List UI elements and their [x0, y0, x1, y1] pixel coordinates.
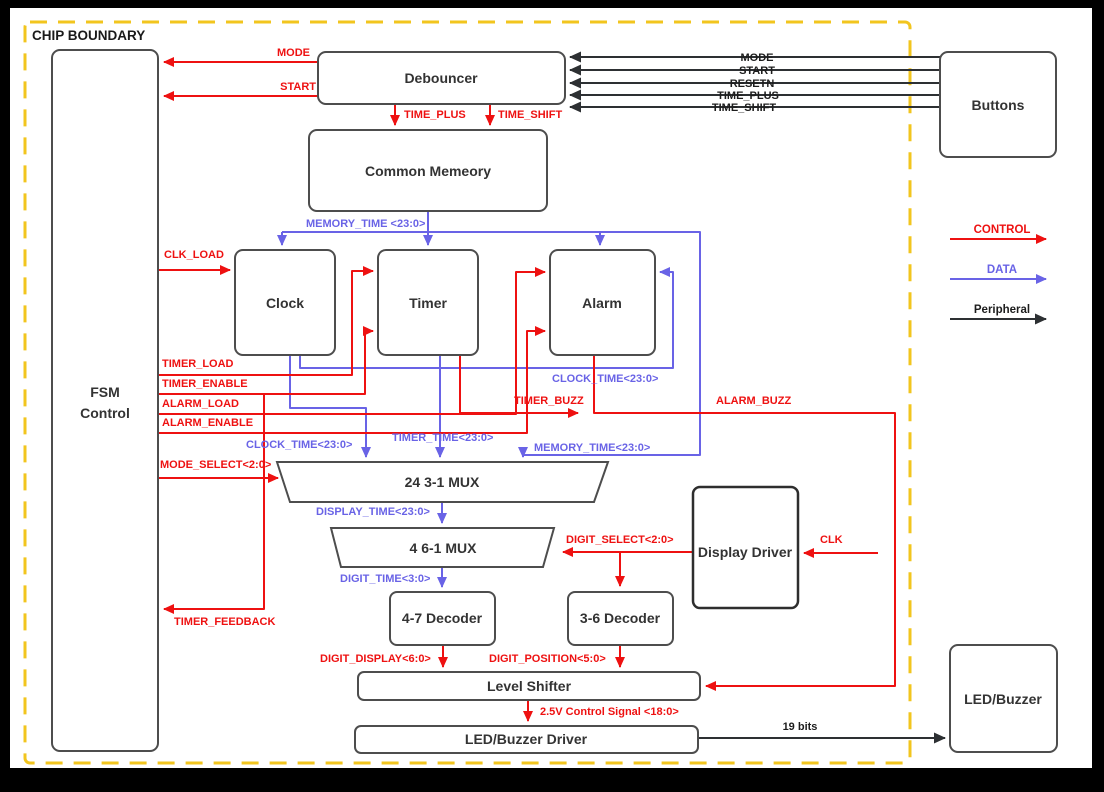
legend-peripheral-label: Peripheral: [974, 304, 1030, 316]
block-decoder-3-6: [567, 591, 674, 646]
legend-data-label: DATA: [987, 264, 1017, 276]
wire-timer-buzz: [459, 355, 579, 418]
label-button-start: START: [739, 65, 775, 77]
label-timer-load: TIMER_LOAD: [162, 358, 234, 370]
block-led-buzzer-driver-label: LED/Buzzer Driver: [465, 731, 588, 747]
wire-timer-feedback: [163, 394, 265, 614]
label-button-time-plus: TIME_PLUS: [717, 90, 779, 102]
label-memory-time-mux: MEMORY_TIME<23:0>: [534, 442, 650, 454]
block-timer: [377, 249, 479, 356]
block-debouncer: [317, 51, 566, 105]
peripheral-labels: MODE START RESETN TIME_PLUS TIME_SHIFT 1…: [712, 52, 818, 733]
label-start: START: [280, 81, 316, 93]
block-timer-label: Timer: [409, 295, 447, 311]
legend-control-label: CONTROL: [974, 224, 1031, 236]
wire-timer-enable: [158, 326, 374, 395]
block-debouncer-label: Debouncer: [404, 70, 478, 86]
block-decoder47-label: 4-7 Decoder: [402, 610, 483, 626]
label-display-time: DISPLAY_TIME<23:0>: [316, 506, 430, 518]
label-2v5-control-signal: 2.5V Control Signal <18:0>: [540, 706, 679, 718]
wire-alarm-load: [158, 267, 546, 415]
block-common-memory-label: Common Memeory: [365, 163, 491, 179]
block-led-buzzer: [949, 644, 1058, 753]
control-labels: MODE START TIME_PLUS TIME_SHIFT CLK_LOAD…: [160, 47, 843, 718]
label-timer-feedback: TIMER_FEEDBACK: [174, 616, 276, 628]
block-decoder-4-7: [389, 591, 496, 646]
chip-boundary: [23, 20, 912, 765]
block-buttons: [939, 51, 1057, 158]
label-memory-time: MEMORY_TIME <23:0>: [306, 218, 425, 230]
label-button-time-shift: TIME_SHIFT: [712, 102, 776, 114]
label-digit-position: DIGIT_POSITION<5:0>: [489, 653, 606, 665]
wire-timer-load: [158, 266, 374, 376]
wire-clock-time-to-alarm: [299, 267, 674, 369]
peripheral-wires: [569, 51, 946, 744]
block-alarm: [549, 249, 656, 356]
block-fsm-control: [51, 49, 159, 752]
label-alarm-enable: ALARM_ENABLE: [162, 417, 253, 429]
label-alarm-load: ALARM_LOAD: [162, 398, 239, 410]
label-mode: MODE: [277, 47, 310, 59]
block-buttons-label: Buttons: [972, 97, 1025, 113]
label-timer-buzz: TIMER_BUZZ: [514, 395, 584, 407]
block-led-buzzer-driver: [354, 725, 699, 754]
control-wires: [158, 57, 896, 722]
block-common-memory: [308, 129, 548, 212]
block-fsm-label-2: Control: [80, 405, 130, 421]
legend: CONTROL DATA Peripheral: [950, 224, 1047, 325]
block-mux24-label: 24 3-1 MUX: [405, 474, 480, 490]
chip-boundary-label: CHIP BOUNDARY: [32, 28, 145, 43]
label-time-plus: TIME_PLUS: [404, 109, 466, 121]
block-alarm-label: Alarm: [582, 295, 622, 311]
label-digit-select: DIGIT_SELECT<2:0>: [566, 534, 674, 546]
label-mode-select: MODE_SELECT<2:0>: [160, 459, 271, 471]
label-digit-time: DIGIT_TIME<3:0>: [340, 573, 430, 585]
block-clock: [234, 249, 336, 356]
label-clk: CLK: [820, 534, 843, 546]
block-clock-label: Clock: [266, 295, 304, 311]
block-level-shifter: [357, 671, 701, 701]
label-button-resetn: RESETN: [730, 78, 775, 90]
block-level-shifter-label: Level Shifter: [487, 678, 572, 694]
block-display-driver-label: Display Driver: [698, 544, 793, 560]
label-digit-display: DIGIT_DISPLAY<6:0>: [320, 653, 431, 665]
label-timer-enable: TIMER_ENABLE: [162, 378, 248, 390]
label-timer-time: TIMER_TIME<23:0>: [392, 432, 493, 444]
block-decoder36-label: 3-6 Decoder: [580, 610, 661, 626]
block-display-driver: [691, 485, 800, 610]
blocks: FSM Control Debouncer Common Memeory Clo…: [51, 49, 1058, 754]
wire-alarm-buzz: [593, 355, 896, 691]
block-diagram: CHIP BOUNDARY: [23, 20, 1058, 765]
wire-alarm-enable: [158, 326, 546, 434]
label-clock-time-mux: CLOCK_TIME<23:0>: [246, 439, 352, 451]
label-button-mode: MODE: [741, 52, 774, 64]
block-mux46-label: 4 6-1 MUX: [410, 540, 478, 556]
label-clk-load: CLK_LOAD: [164, 249, 224, 261]
block-mux-4-6-1: [329, 527, 556, 568]
label-time-shift: TIME_SHIFT: [498, 109, 562, 121]
wire-memory-time-rail: [282, 231, 701, 456]
block-fsm-label-1: FSM: [90, 384, 120, 400]
label-clock-time-alarm: CLOCK_TIME<23:0>: [552, 373, 658, 385]
label-alarm-buzz: ALARM_BUZZ: [716, 395, 791, 407]
label-19-bits: 19 bits: [783, 721, 818, 733]
block-led-buzzer-label: LED/Buzzer: [964, 691, 1042, 707]
block-mux-24-3-1: [275, 461, 610, 503]
data-labels: MEMORY_TIME <23:0> CLOCK_TIME<23:0> CLOC…: [246, 218, 658, 585]
diagram-canvas: CHIP BOUNDARY: [10, 8, 1092, 768]
